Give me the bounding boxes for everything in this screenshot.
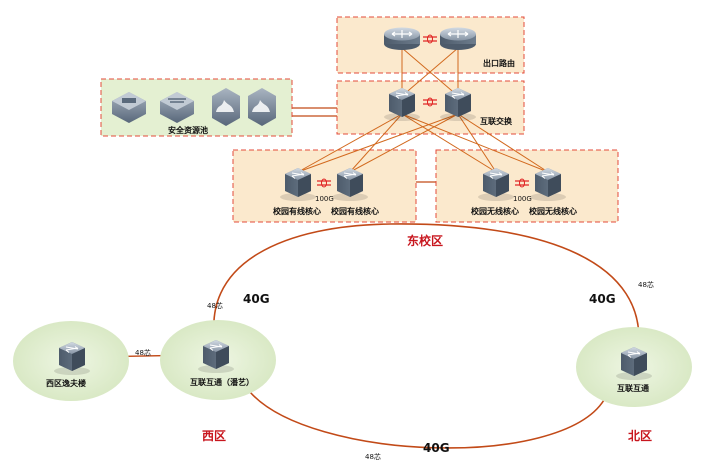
security-device-1-icon [112,92,146,123]
ring-bottom-speed-label: 40G [423,441,450,455]
wireless-core-panel [435,149,619,223]
mesh-links [297,47,549,173]
security-device-2-icon [160,92,194,123]
ring-link-bottom [249,391,605,449]
exit-routing-panel [336,16,525,74]
west-zone-label: 西区 [202,429,226,443]
ring-link-east [389,223,640,353]
wired-core-panel [232,149,417,223]
interconnect-switch-panel [336,80,525,135]
ring-east-speed-label: 40G [589,292,616,306]
wired-core-right-label: 校园有线核心 [331,206,379,216]
wireless-core-left-label: 校园无线核心 [471,206,519,216]
exit-routing-label: 出口路由 [483,58,515,68]
exit-router-left-icon [383,26,421,51]
west-building-label: 西区逸夫楼 [46,378,86,388]
wireless-core-right-label: 校园无线核心 [529,206,577,216]
interconnect-switch-label: 互联交换 [480,116,513,126]
fiber-west-building-label: 48芯 [135,348,151,357]
ring-west-speed-label: 40G [243,292,270,306]
fiber-east-ring-label: 48芯 [638,280,654,289]
north-zone-label: 北区 [628,428,652,443]
fiber-bottom-label: 48芯 [365,452,381,461]
north-interconnect-label: 互联互通 [617,383,649,393]
fiber-west-ring-label: 48芯 [207,301,223,310]
wireless-core-link-speed: 100G [513,195,532,203]
wired-core-link-speed: 100G [315,195,334,203]
ring-link-west [213,223,391,353]
firewall-2-icon [248,88,276,126]
east-campus-zone-label: 东校区 [407,233,443,248]
exit-router-right-icon [439,26,477,51]
firewall-icon [212,88,240,126]
security-pool-label: 安全资源池 [168,125,208,135]
west-interconnect-label: 互联互通（潘艺） [190,377,254,387]
wired-core-left-label: 校园有线核心 [273,206,321,216]
